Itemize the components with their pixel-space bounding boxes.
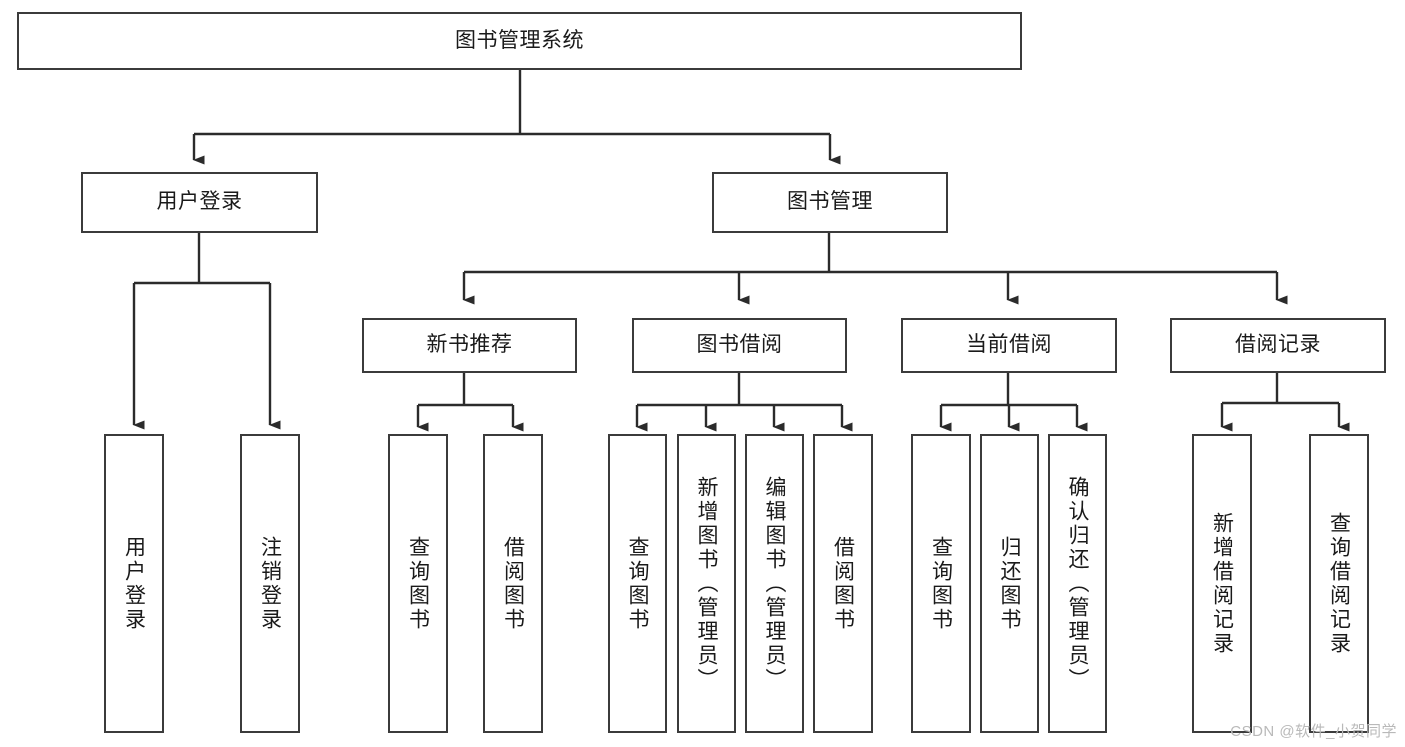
leaf-cb-query-book-label: 查询图书 <box>929 535 953 632</box>
node-root-system[interactable]: 图书管理系统 <box>17 12 1022 70</box>
leaf-logout-label: 注销登录 <box>258 535 282 632</box>
leaf-bb-borrow-book-label: 借阅图书 <box>831 535 855 632</box>
node-borrow-record-label: 借阅记录 <box>1235 333 1321 357</box>
leaf-br-add-record[interactable]: 新增借阅记录 <box>1192 434 1252 733</box>
node-new-book-recommend-label: 新书推荐 <box>426 333 513 357</box>
node-new-book-recommend[interactable]: 新书推荐 <box>362 318 577 373</box>
node-book-management-label: 图书管理 <box>787 190 873 214</box>
leaf-bb-query-book-label: 查询图书 <box>626 535 649 632</box>
leaf-cb-confirm-return[interactable]: 确认归还（管理员） <box>1048 434 1107 733</box>
leaf-nb-borrow-book[interactable]: 借阅图书 <box>483 434 543 733</box>
leaf-bb-add-book-label: 新增图书（管理员） <box>695 475 718 692</box>
node-book-management[interactable]: 图书管理 <box>712 172 948 233</box>
leaf-nb-borrow-book-label: 借阅图书 <box>501 535 525 632</box>
leaf-logout[interactable]: 注销登录 <box>240 434 300 733</box>
leaf-br-add-record-label: 新增借阅记录 <box>1210 511 1234 656</box>
node-current-borrow-label: 当前借阅 <box>966 333 1052 357</box>
leaf-user-login[interactable]: 用户登录 <box>104 434 164 733</box>
leaf-cb-return-book-label: 归还图书 <box>998 535 1021 632</box>
leaf-br-query-record-label: 查询借阅记录 <box>1327 511 1351 656</box>
leaf-cb-return-book[interactable]: 归还图书 <box>980 434 1039 733</box>
node-borrow-record[interactable]: 借阅记录 <box>1170 318 1386 373</box>
leaf-nb-query-book-label: 查询图书 <box>406 535 430 632</box>
leaf-cb-query-book[interactable]: 查询图书 <box>911 434 971 733</box>
node-root-system-label: 图书管理系统 <box>455 28 584 52</box>
leaf-bb-edit-book[interactable]: 编辑图书（管理员） <box>745 434 804 733</box>
leaf-nb-query-book[interactable]: 查询图书 <box>388 434 448 733</box>
leaf-bb-borrow-book[interactable]: 借阅图书 <box>813 434 873 733</box>
leaf-bb-add-book[interactable]: 新增图书（管理员） <box>677 434 736 733</box>
leaf-cb-confirm-return-label: 确认归还（管理员） <box>1066 475 1089 692</box>
node-book-borrow[interactable]: 图书借阅 <box>632 318 847 373</box>
leaf-br-query-record[interactable]: 查询借阅记录 <box>1309 434 1369 733</box>
leaf-user-login-label: 用户登录 <box>122 535 146 632</box>
node-book-borrow-label: 图书借阅 <box>696 333 783 357</box>
leaf-bb-edit-book-label: 编辑图书（管理员） <box>763 475 786 692</box>
node-user-login-label: 用户登录 <box>156 190 243 214</box>
node-user-login[interactable]: 用户登录 <box>81 172 318 233</box>
leaf-bb-query-book[interactable]: 查询图书 <box>608 434 667 733</box>
node-current-borrow[interactable]: 当前借阅 <box>901 318 1117 373</box>
